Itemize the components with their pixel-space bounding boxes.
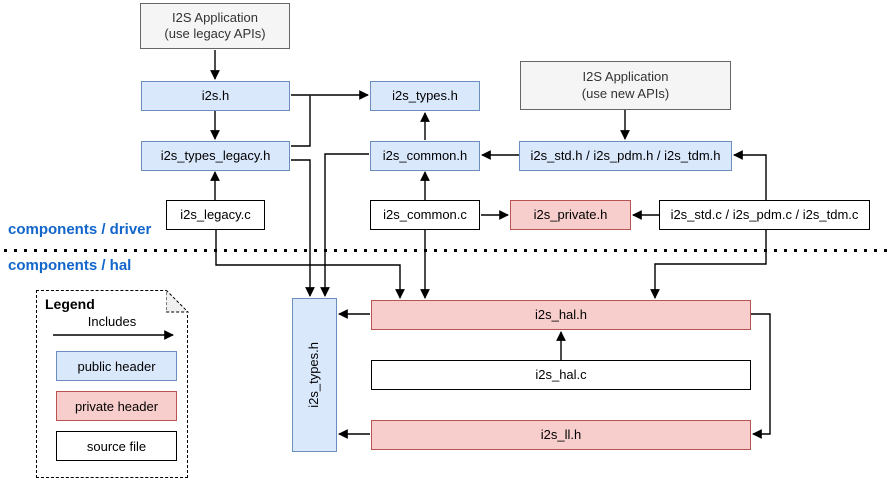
node-i2s-hal-h: i2s_hal.h bbox=[371, 300, 751, 330]
legend-private-header: private header bbox=[56, 391, 177, 421]
fold-icon bbox=[165, 288, 189, 312]
node-i2s-application-legacy: I2S Application (use legacy APIs) bbox=[140, 3, 290, 49]
node-i2s-common-h: i2s_common.h bbox=[370, 141, 480, 171]
edge-i2s-std-c-to-i2s-std-h bbox=[733, 150, 767, 200]
node-label: i2s_hal.h bbox=[534, 306, 588, 322]
legend-includes-label: Includes bbox=[87, 314, 137, 329]
node-i2s-application-new: I2S Application (use new APIs) bbox=[520, 61, 731, 110]
legend-source-file: source file bbox=[56, 431, 177, 461]
node-label: i2s_std.h / i2s_pdm.h / i2s_tdm.h bbox=[530, 147, 721, 163]
node-i2s-common-c: i2s_common.c bbox=[370, 200, 480, 230]
node-label: i2s_std.c / i2s_pdm.c / i2s_tdm.c bbox=[670, 206, 859, 222]
node-label: i2s_types.h bbox=[306, 342, 322, 408]
includes-arrow-icon bbox=[53, 330, 174, 340]
node-i2s-hal-c: i2s_hal.c bbox=[371, 360, 751, 390]
legend-item-label: source file bbox=[86, 438, 147, 454]
node-label: i2s_private.h bbox=[533, 206, 608, 222]
node-i2s-types-h-hal: i2s_types.h bbox=[292, 298, 337, 452]
node-label: i2s_types_legacy.h bbox=[160, 147, 271, 163]
node-label-line2: (use new APIs) bbox=[581, 85, 670, 101]
node-i2s-h: i2s.h bbox=[141, 81, 290, 111]
node-label-line2: (use legacy APIs) bbox=[164, 26, 266, 41]
node-label-line1: I2S Application bbox=[582, 69, 669, 85]
node-label: i2s_ll.h bbox=[540, 426, 582, 442]
node-label: i2s_hal.c bbox=[535, 366, 587, 382]
node-label-line1: I2S Application bbox=[171, 9, 258, 25]
node-label: i2s_legacy.c bbox=[180, 206, 251, 222]
edge-i2s-common-h-to-i2s-types-h-hal bbox=[320, 153, 369, 297]
node-i2s-types-legacy-h: i2s_types_legacy.h bbox=[141, 141, 290, 171]
legend-item-label: public header bbox=[77, 358, 156, 374]
section-label-driver: components / driver bbox=[8, 221, 152, 238]
node-i2s-types-h: i2s_types.h bbox=[370, 81, 480, 111]
driver-hal-divider bbox=[4, 249, 889, 252]
edge-i2s-std-c-to-i2s-hal-h bbox=[650, 230, 767, 299]
node-i2s-std-pdm-tdm-h: i2s_std.h / i2s_pdm.h / i2s_tdm.h bbox=[519, 141, 732, 171]
node-i2s-private-h: i2s_private.h bbox=[510, 200, 631, 230]
node-i2s-legacy-c: i2s_legacy.c bbox=[166, 200, 265, 230]
node-i2s-ll-h: i2s_ll.h bbox=[371, 420, 751, 450]
legend-public-header: public header bbox=[56, 351, 177, 381]
node-label: i2s.h bbox=[201, 87, 230, 103]
node-label: i2s_common.c bbox=[383, 206, 467, 222]
legend-title: Legend bbox=[45, 296, 95, 312]
node-label: i2s_types.h bbox=[392, 87, 458, 103]
edge-i2s-types-legacy-h-to-i2s-types-h-hal bbox=[291, 159, 315, 297]
legend-fold-corner bbox=[165, 288, 189, 313]
section-label-hal: components / hal bbox=[8, 257, 132, 274]
edge-i2s-legacy-c-to-i2s-hal-h bbox=[215, 230, 405, 299]
edge-i2s-hal-h-to-i2s-ll-h bbox=[751, 313, 771, 439]
node-i2s-std-pdm-tdm-c: i2s_std.c / i2s_pdm.c / i2s_tdm.c bbox=[659, 200, 870, 230]
node-label: i2s_common.h bbox=[382, 147, 468, 163]
legend-item-label: private header bbox=[74, 398, 159, 414]
legend: Legend Includes public header private he… bbox=[36, 288, 189, 478]
edge-i2s-types-legacy-h-to-i2s-types-h bbox=[291, 95, 311, 147]
